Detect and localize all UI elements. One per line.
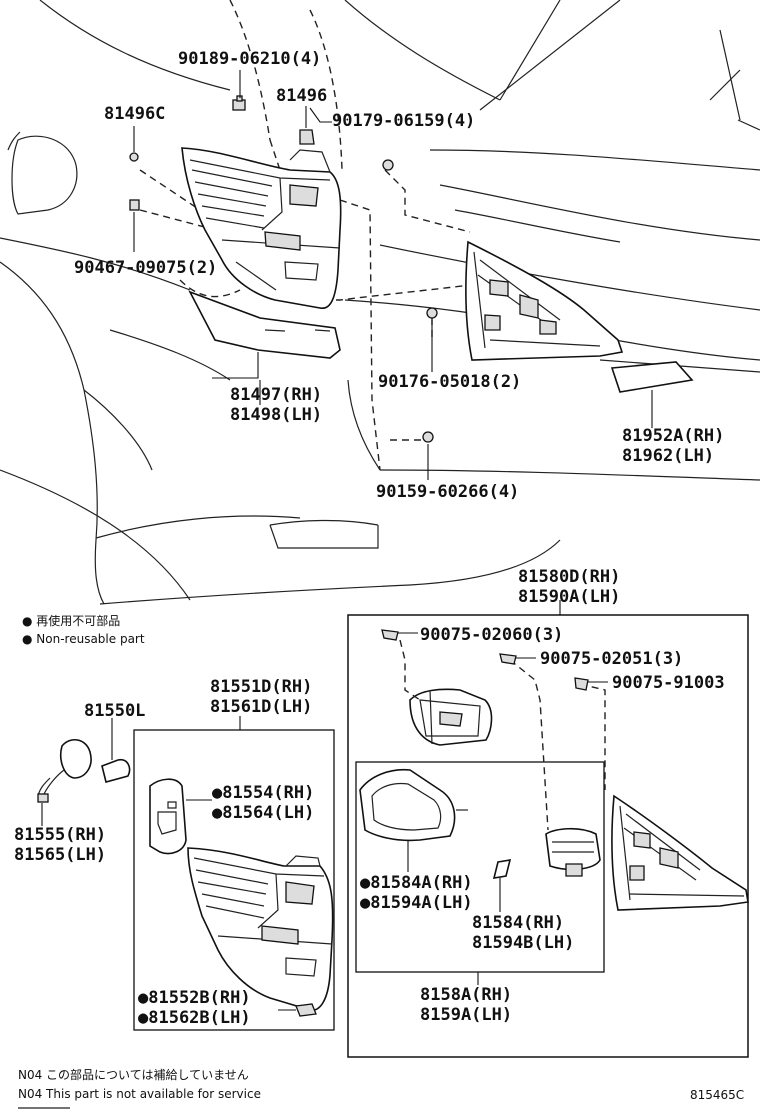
rear-lamp-box [611,794,749,911]
sub-box-81551d [133,716,335,1031]
label-81550l: 81550L [84,701,145,721]
label-81552b-rh: ●81552B(RH) [138,988,251,1008]
label-81496: 81496 [276,86,327,106]
label-81580d-rh: 81580D(RH) [518,567,620,587]
connector-81584 [492,827,601,912]
leader-lines-upper [133,70,653,480]
footnotes: N04 この部品については補給していません N04 This part is n… [18,1067,744,1109]
label-90179-06159: 90179-06159(4) [332,111,475,131]
sub-box-8158a [355,761,605,985]
label-81562b-lh: ●81562B(LH) [138,1008,251,1028]
legend-non-reusable-en: ● Non-reusable part [22,632,145,646]
label-90467-09075: 90467-09075(2) [74,258,217,278]
label-81496c: 81496C [104,104,165,124]
legend: ● 再使用不可部品 ● Non-reusable part [22,613,145,646]
gasket-81554 [149,778,212,855]
figure-id: 815465C [690,1088,744,1102]
socket-and-bulb-81550l [37,718,131,826]
label-81498-lh: 81498(LH) [230,405,322,425]
label-90075-02051: 90075-02051(3) [540,649,683,669]
label-90075-91003: 90075-91003 [612,673,725,693]
bracket-assembly [381,629,608,831]
label-81584a-rh: ●81584A(RH) [360,873,473,893]
tail-lamp-lower [187,847,334,1017]
label-81594b-lh: 81594B(LH) [472,933,574,953]
label-81590a-lh: 81590A(LH) [518,587,620,607]
label-81565-lh: 81565(LH) [14,845,106,865]
fasteners-upper [129,95,438,443]
label-81555-rh: 81555(RH) [14,825,106,845]
label-81584-rh: 81584(RH) [472,913,564,933]
footnote-en: N04 This part is not available for servi… [18,1087,261,1101]
label-90189-06210: 90189-06210(4) [178,49,321,69]
label-90075-02060: 90075-02060(3) [420,625,563,645]
seal-81584a [359,768,468,872]
callout-labels: 90189-06210(4) 81496 81496C 90179-06159(… [14,49,725,1028]
legend-non-reusable-jp: ● 再使用不可部品 [22,613,120,628]
label-81554-rh: ●81554(RH) [212,783,314,803]
label-81564-lh: ●81564(LH) [212,803,314,823]
label-81952a-rh: 81952A(RH) [622,426,724,446]
garnish-81497 [188,290,341,359]
label-8159a-lh: 8159A(LH) [420,1005,512,1025]
label-90159-60266: 90159-60266(4) [376,482,519,502]
label-81551d-rh: 81551D(RH) [210,677,312,697]
label-90176-05018: 90176-05018(2) [378,372,521,392]
rear-lamp-right [465,240,694,393]
label-81594a-lh: ●81594A(LH) [360,893,473,913]
label-81497-rh: 81497(RH) [230,385,322,405]
tail-lamp-upper [181,147,342,309]
label-81561d-lh: 81561D(LH) [210,697,312,717]
footnote-jp: N04 この部品については補給していません [18,1067,249,1082]
label-81962-lh: 81962(LH) [622,446,714,466]
assembly-box-81580d [347,600,749,1058]
label-8158a-rh: 8158A(RH) [420,985,512,1005]
vehicle-body-outline [0,0,760,605]
